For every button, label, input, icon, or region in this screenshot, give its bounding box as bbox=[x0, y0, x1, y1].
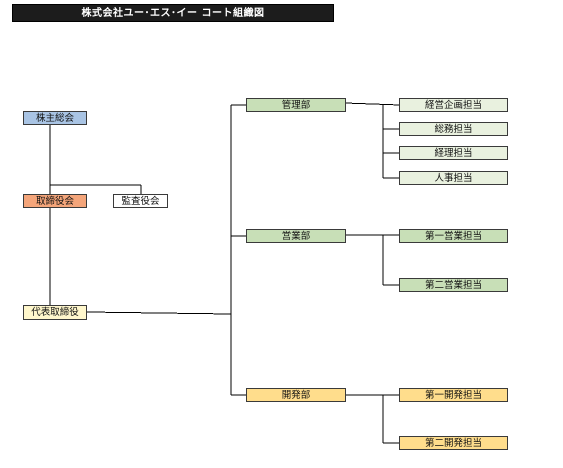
node-sales-1: 第一営業担当 bbox=[399, 229, 508, 243]
chart-title: 株式会社ユー･エス･イー コート組織図 bbox=[12, 4, 334, 22]
node-admin-general: 総務担当 bbox=[399, 122, 508, 136]
node-dev-2: 第二開発担当 bbox=[399, 436, 508, 450]
node-admin: 管理部 bbox=[246, 98, 346, 112]
node-admin-hr: 人事担当 bbox=[399, 171, 508, 185]
node-dev-1: 第一開発担当 bbox=[399, 388, 508, 402]
node-ceo: 代表取締役 bbox=[23, 305, 87, 320]
connector-line bbox=[344, 102, 401, 106]
node-sales: 営業部 bbox=[246, 229, 346, 243]
node-sales-2: 第二営業担当 bbox=[399, 278, 508, 292]
node-auditors: 監査役会 bbox=[113, 194, 168, 208]
node-admin-planning: 経営企画担当 bbox=[399, 98, 508, 112]
node-dev: 開発部 bbox=[246, 388, 346, 402]
connector-line bbox=[86, 311, 232, 315]
node-admin-accounting: 経理担当 bbox=[399, 146, 508, 160]
node-board: 取締役会 bbox=[23, 194, 87, 208]
node-shareholders: 株主総会 bbox=[23, 111, 87, 125]
